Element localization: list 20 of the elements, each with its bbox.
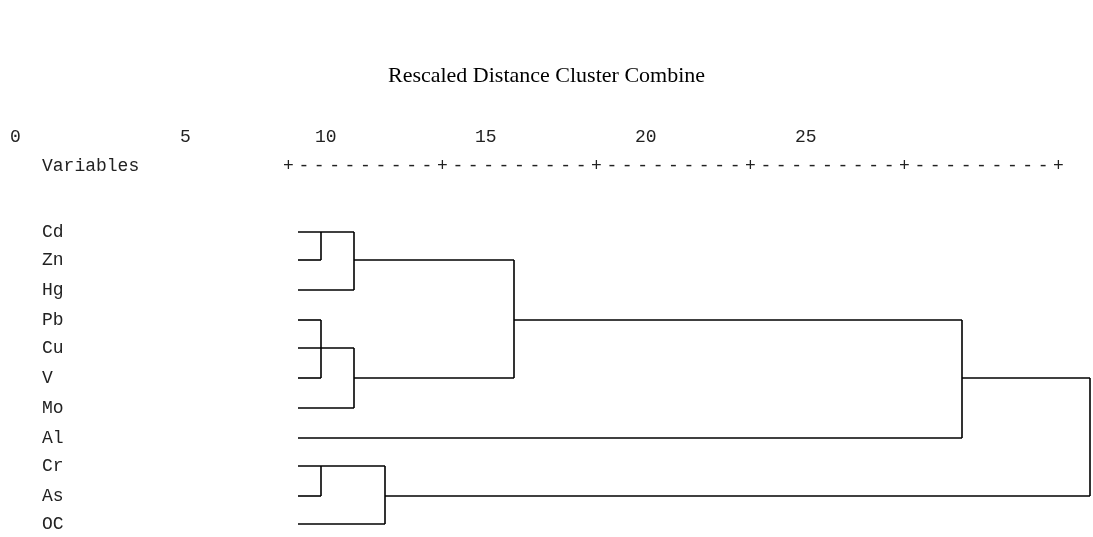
axis-heading: Variables [42,156,140,176]
scale-number: 20 [635,127,657,147]
variable-label: V [42,368,53,388]
variable-label: Pb [42,310,64,330]
variable-label: Cd [42,222,64,242]
variable-label: OC [42,514,64,534]
scale-number: 10 [315,127,337,147]
chart-title: Rescaled Distance Cluster Combine [386,62,707,88]
scale-number: 5 [180,127,191,147]
variable-label: Hg [42,280,64,300]
variable-label: Zn [42,250,64,270]
variable-label: Cu [42,338,64,358]
variable-label: Al [42,428,64,448]
variable-label: As [42,486,64,506]
scale-number: 15 [475,127,497,147]
scale-number: 0 [10,127,21,147]
variable-label: Cr [42,456,64,476]
variable-label: Mo [42,398,64,418]
scale-number: 25 [795,127,817,147]
scale-ruler: +---------+---------+---------+---------+---------+ [283,156,1069,176]
